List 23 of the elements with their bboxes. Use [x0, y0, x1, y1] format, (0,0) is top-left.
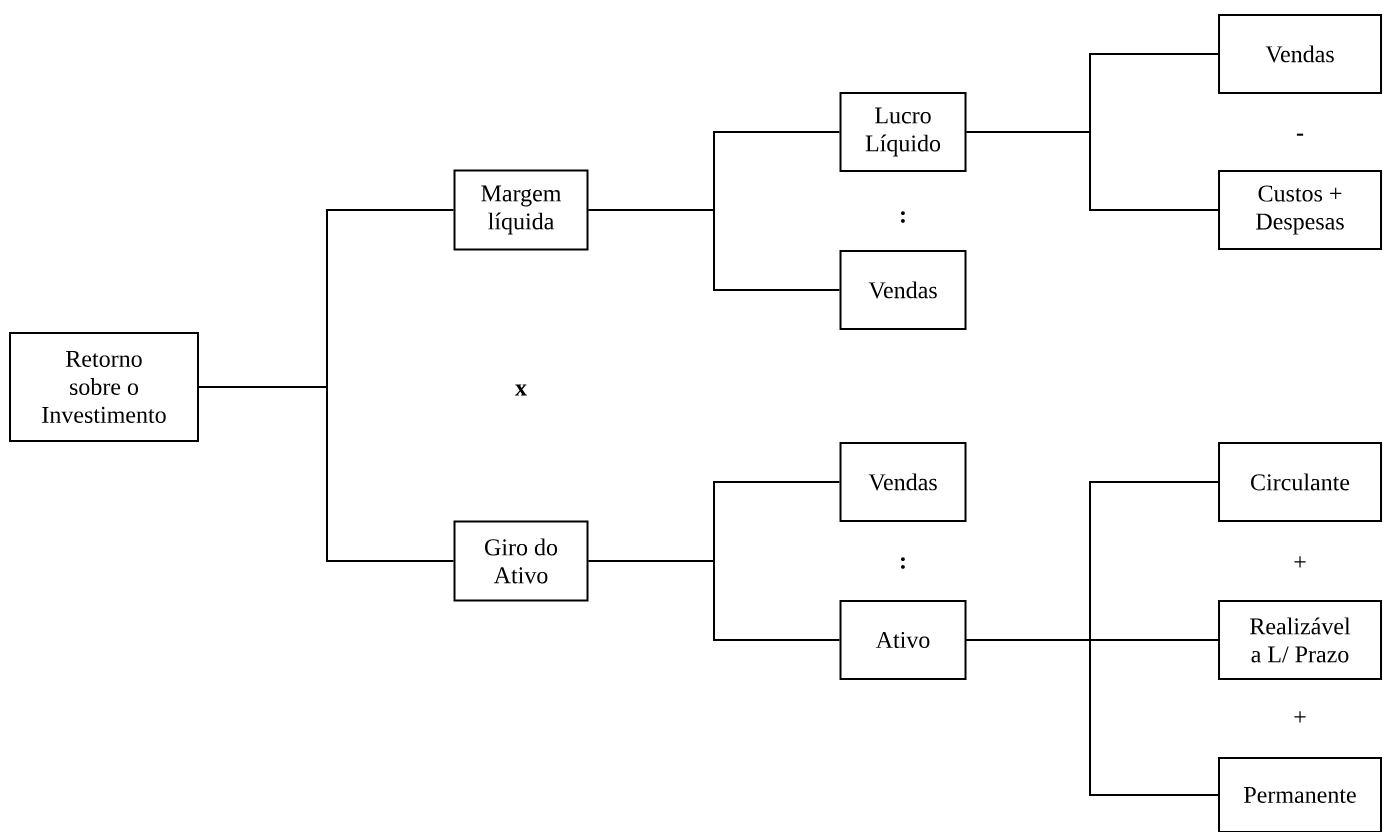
operator-sign: + [1294, 556, 1306, 568]
operator-sign: + [1294, 711, 1306, 723]
box: Vendas [839, 442, 967, 522]
box: Vendas [1218, 14, 1382, 94]
box: Realizável a L/ Prazo [1218, 600, 1382, 680]
connector-line [587, 560, 841, 641]
operator-sign: - [1296, 133, 1304, 136]
box: Ativo [839, 600, 967, 680]
box: Giro do Ativo [453, 520, 589, 602]
connector-line [965, 131, 1219, 211]
box: Lucro Líquido [839, 92, 967, 172]
operator-sign: : [901, 211, 905, 223]
box: Circulante [1218, 442, 1382, 522]
connector-line [965, 639, 1219, 796]
operator-sign: : [901, 557, 905, 569]
box: Custos + Despesas [1218, 170, 1382, 250]
box: Margem líquida [453, 169, 589, 251]
box: Vendas [839, 250, 967, 330]
operator-sign: x [515, 384, 527, 396]
connector-line [587, 209, 841, 291]
box: Retorno sobre o Investimento [9, 332, 199, 442]
connector-line [198, 386, 455, 562]
box: Permanente [1218, 757, 1382, 832]
